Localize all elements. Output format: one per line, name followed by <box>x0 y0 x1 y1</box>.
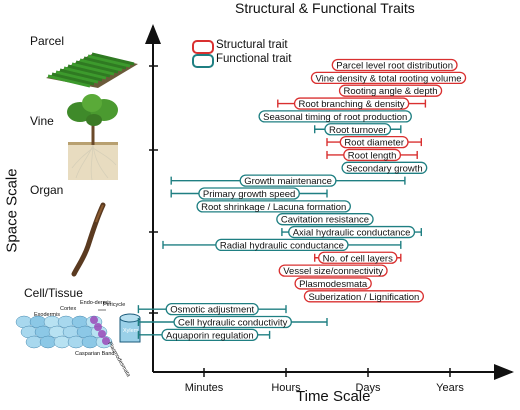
trait-box-12 <box>276 213 374 226</box>
annotation-pericycle: Pericycle <box>103 302 125 308</box>
trait-label-10: Primary growth speed <box>203 189 295 200</box>
vine-illustration <box>67 94 118 181</box>
trait-label-19: Osmotic adjustment <box>170 305 254 316</box>
trait-box-14 <box>215 238 349 252</box>
trait-label-14: Radial hydraulic conductance <box>220 240 344 251</box>
trait-box-19 <box>165 302 259 316</box>
trait-label-3: Root branching & density <box>299 99 405 110</box>
trait-label-7: Root length <box>348 150 397 161</box>
legend-structural-swatch <box>192 40 214 54</box>
trait-box-6 <box>339 135 409 149</box>
trait-box-15 <box>317 251 398 264</box>
trait-box-7 <box>343 148 402 162</box>
y-axis-label: Space Scale <box>3 168 21 253</box>
space-scale-vine: Vine <box>30 114 54 128</box>
trait-label-21: Aquaporin regulation <box>166 330 254 341</box>
trait-label-5: Root turnover <box>329 125 387 136</box>
x-tick-label-0: Minutes <box>185 382 224 394</box>
trait-label-4: Seasonal timing of root production <box>263 112 407 123</box>
annotation-casparian-band: Casparian Band <box>75 351 114 357</box>
trait-label-11: Root shrinkage / Lacuna formation <box>201 202 346 213</box>
space-scale-parcel: Parcel <box>30 34 65 48</box>
diagram-title: Structural & Functional Traits <box>235 0 415 16</box>
trait-label-2: Rooting angle & depth <box>344 86 438 97</box>
legend-functional-swatch <box>192 54 214 68</box>
space-scale-cell-tissue: Cell/Tissue <box>24 286 83 300</box>
trait-label-17: Plasmodesmata <box>299 279 368 290</box>
cell-annotation-labels: Exodermis Cortex Endo-dermis Pericycle X… <box>34 300 139 379</box>
annotation-xylem: Xylem <box>123 328 139 334</box>
trait-label-6: Root diameter <box>344 138 404 149</box>
trait-label-0: Parcel level root distribution <box>336 61 453 72</box>
x-tick-label-3: Years <box>436 382 464 394</box>
annotation-exodermis: Exodermis <box>34 312 60 318</box>
root-illustration <box>71 202 106 277</box>
annotation-plasmodesmata: Plasmodesmata <box>106 341 131 379</box>
legend-structural-label: Structural trait <box>216 39 288 51</box>
trait-label-9: Growth maintenance <box>244 176 332 187</box>
cell-tissue-illustration <box>15 309 141 349</box>
trait-label-12: Cavitation resistance <box>281 215 369 226</box>
trait-box-0 <box>331 58 458 72</box>
trait-box-9 <box>239 174 337 187</box>
trait-box-16 <box>278 264 388 277</box>
trait-label-1: Vine density & total rooting volume <box>315 73 461 84</box>
trait-label-18: Suberization / Lignification <box>308 292 419 303</box>
trait-label-15: No. of cell layers <box>323 253 393 264</box>
trait-box-20 <box>173 315 292 329</box>
trait-box-11 <box>196 200 351 213</box>
annotation-endodermis: Endo-dermis <box>80 300 111 306</box>
trait-box-5 <box>324 123 392 136</box>
trait-label-8: Secondary growth <box>346 163 423 174</box>
trait-box-8 <box>341 161 428 174</box>
trait-box-10 <box>198 187 300 200</box>
trait-label-20: Cell hydraulic conductivity <box>178 318 288 329</box>
trait-box-3 <box>293 97 410 110</box>
trait-box-2 <box>338 84 443 97</box>
trait-label-13: Axial hydraulic conductance <box>293 228 411 239</box>
trait-box-1 <box>310 71 467 84</box>
y-axis-ticks <box>149 65 158 314</box>
annotation-cortex: Cortex <box>60 306 76 312</box>
trait-box-4 <box>258 110 412 123</box>
space-scale-organ: Organ <box>30 183 64 197</box>
trait-box-13 <box>288 225 416 239</box>
root-highlight <box>95 204 104 223</box>
x-axis-label: Time Scale <box>296 388 371 405</box>
legend-functional-label: Functional trait <box>216 53 292 65</box>
trait-label-16: Vessel size/connectivity <box>283 266 383 277</box>
trait-box-18 <box>303 290 425 303</box>
trait-box-21 <box>161 328 259 342</box>
trait-box-17 <box>294 277 372 290</box>
parcel-illustration <box>46 52 138 88</box>
